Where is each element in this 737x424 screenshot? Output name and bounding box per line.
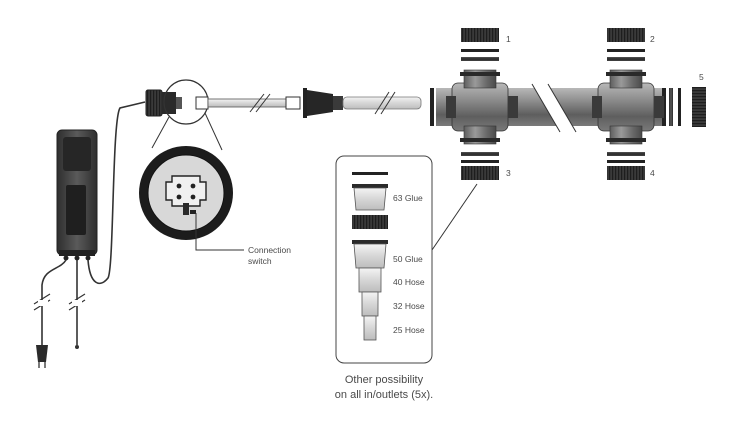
caption-line-1: Other possibility	[345, 374, 424, 386]
adapter-stack	[352, 172, 388, 341]
fitting-port-2	[607, 28, 645, 61]
adapter-label-63-glue: 63 Glue	[393, 193, 423, 203]
port-number-5: 5	[699, 72, 704, 82]
connector-detail	[139, 146, 233, 240]
fitting-port-4	[607, 152, 645, 180]
port-number-2: 2	[650, 34, 655, 44]
quartz-sleeve	[342, 91, 422, 115]
adapter-label-40-hose: 40 Hose	[393, 277, 425, 287]
cable-end	[75, 345, 79, 349]
port-number-1: 1	[506, 34, 511, 44]
uv-lamp	[195, 93, 301, 113]
housing	[430, 69, 666, 145]
fitting-port-1	[461, 28, 499, 61]
adapter-label-32-hose: 32 Hose	[393, 301, 425, 311]
connection-switch-leader	[195, 213, 244, 251]
caption-line-2: on all in/outlets (5x).	[335, 389, 433, 401]
port-number-3: 3	[506, 168, 511, 178]
adapter-callout-leader	[431, 183, 478, 251]
port-number-4: 4	[650, 168, 655, 178]
fitting-port-5	[669, 87, 706, 127]
quartz-sleeve-holder	[303, 88, 343, 118]
adapter-label-50-glue: 50 Glue	[393, 254, 423, 264]
connection-switch-label-line1: Connection	[248, 245, 291, 255]
ballast-unit	[56, 129, 98, 261]
connection-switch-label-line2: switch	[248, 256, 272, 266]
mains-plug	[36, 345, 48, 368]
fitting-port-3	[461, 152, 499, 180]
adapter-label-25-hose: 25 Hose	[393, 325, 425, 335]
